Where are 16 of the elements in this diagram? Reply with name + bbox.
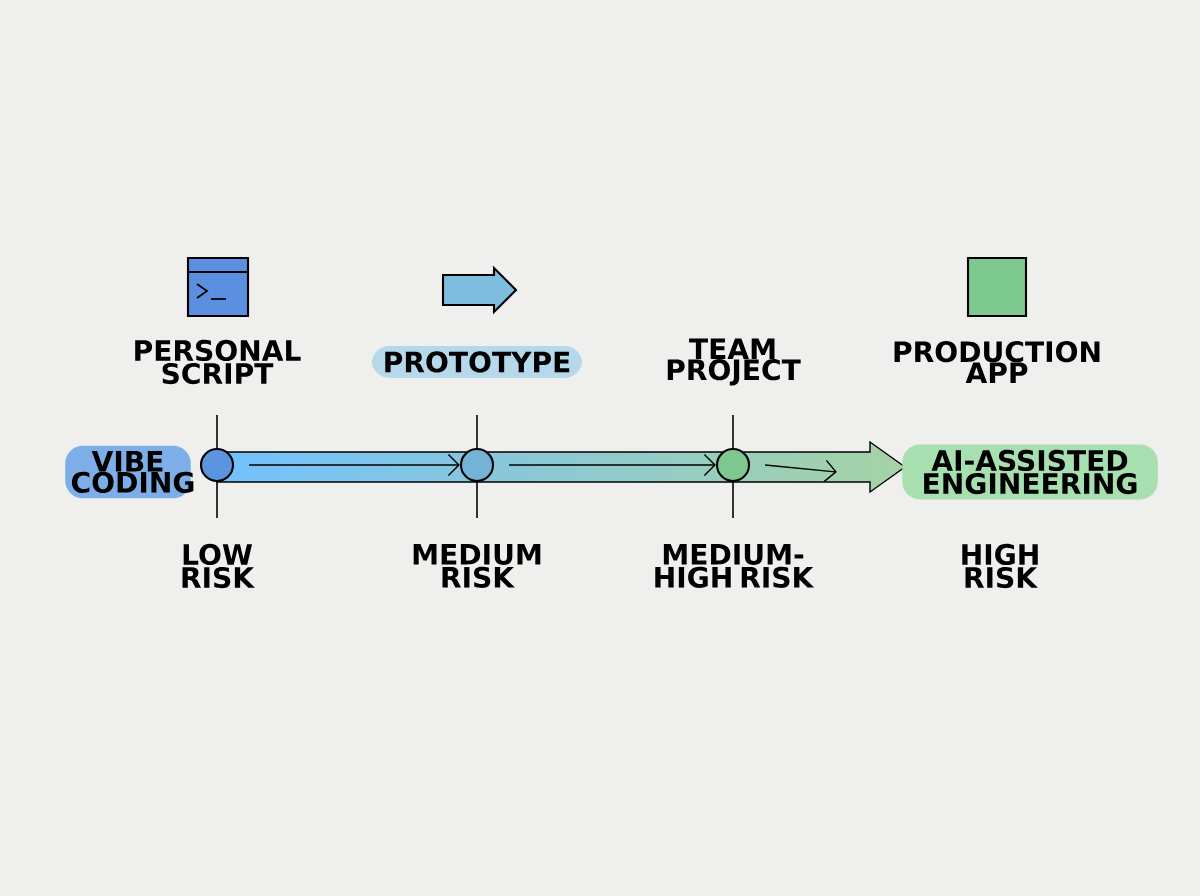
arrow	[764, 459, 837, 483]
highlight-label: AI-ASSISTED ENGINEERING	[902, 444, 1158, 500]
label: HIGH RISK	[962, 543, 1038, 589]
highlight-label: PROTOTYPE	[371, 346, 583, 378]
milestone-circle	[459, 447, 495, 483]
milestone-circle	[199, 447, 235, 483]
arrow	[508, 453, 716, 477]
label: MEDIUM RISK	[413, 544, 541, 588]
arrow	[248, 453, 460, 477]
label: PERSONAL SCRIPT	[135, 339, 301, 385]
highlight-label: VIBE CODING	[65, 445, 194, 499]
label: LOW RISK	[182, 543, 255, 589]
label: MEDIUM-HIGH RISK	[655, 544, 815, 588]
milestone-circle	[715, 447, 751, 483]
label: PRODUCTION APP	[894, 341, 1100, 383]
label: TEAM PROJECT	[667, 338, 801, 386]
